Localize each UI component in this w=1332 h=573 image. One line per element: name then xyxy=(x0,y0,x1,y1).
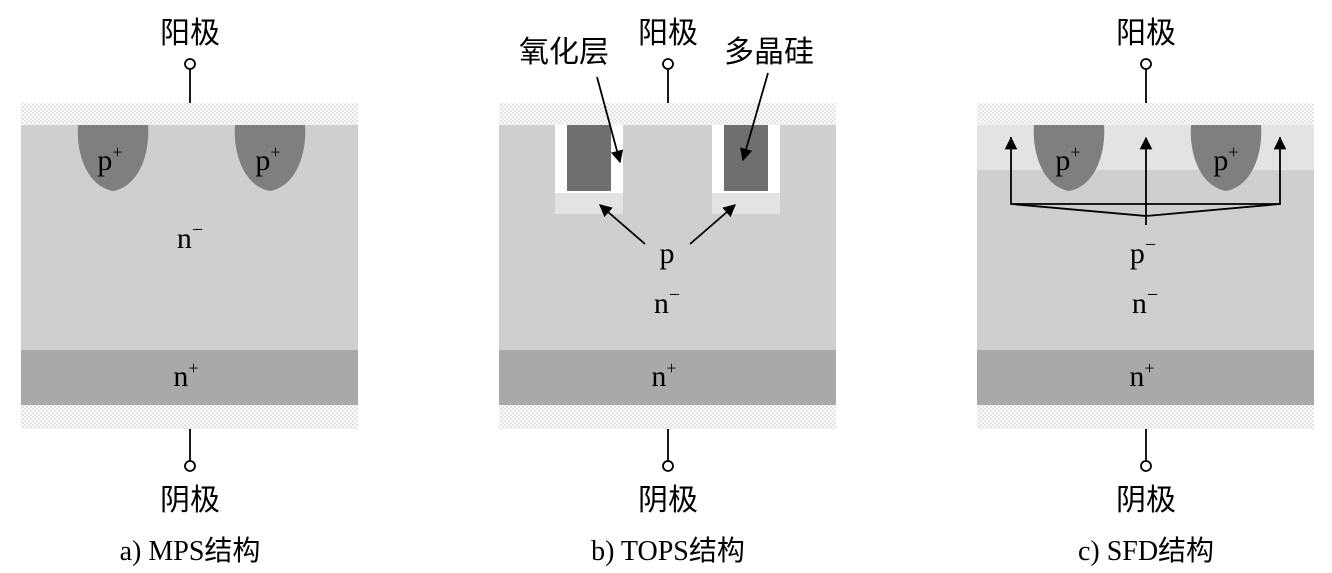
anode-label: 阳极 xyxy=(638,17,698,50)
p-minus-label: p− xyxy=(1130,234,1156,270)
anode-metal xyxy=(499,103,836,125)
oxide-label: 氧化层 xyxy=(519,36,609,69)
p-plus-label: p+ xyxy=(97,142,122,177)
panel-sfd: 阳极 p+ p+ p− n− n+ 阴极 c) SFD结构 xyxy=(977,17,1314,567)
caption-sfd: c) SFD结构 xyxy=(1078,535,1214,567)
anode-metal xyxy=(21,103,358,125)
cathode-metal xyxy=(21,405,358,429)
p-label: p xyxy=(660,237,675,270)
substrate-label: n+ xyxy=(173,358,198,393)
substrate-region xyxy=(21,350,358,405)
cathode-terminal-icon xyxy=(184,460,196,472)
cathode-metal xyxy=(499,405,836,429)
cathode-metal xyxy=(977,405,1314,429)
anode-terminal-icon xyxy=(184,58,196,70)
trench-polysilicon xyxy=(567,125,611,191)
substrate-region xyxy=(499,350,836,405)
p-minus-connector xyxy=(1010,203,1147,217)
oxide-pointer-arrow xyxy=(596,76,624,164)
cathode-label: 阴极 xyxy=(1116,484,1176,517)
cathode-label: 阴极 xyxy=(638,484,698,517)
substrate-region xyxy=(977,350,1314,405)
p-pointer-arrow xyxy=(689,204,736,245)
p-plus-label: p+ xyxy=(255,142,280,177)
anode-metal xyxy=(977,103,1314,125)
cathode-label: 阴极 xyxy=(160,484,220,517)
p-plus-region xyxy=(1033,125,1105,191)
anode-label: 阳极 xyxy=(1116,17,1176,50)
p-layer-region xyxy=(712,193,780,214)
caption-tops: b) TOPS结构 xyxy=(591,535,745,567)
panel-mps: 阳极 p+ p+ n− n+ 阴极 a) MPS结构 xyxy=(21,17,358,567)
substrate-label: n+ xyxy=(1129,358,1154,393)
trench-polysilicon xyxy=(724,125,768,191)
p-plus-region xyxy=(234,125,306,191)
drift-label: n− xyxy=(177,219,203,255)
drift-label: n− xyxy=(654,284,680,320)
p-layer-region xyxy=(555,193,623,214)
drift-label: n− xyxy=(1132,284,1158,320)
p-pointer-arrow xyxy=(599,204,646,245)
anode-terminal-icon xyxy=(662,58,674,70)
polysilicon-label: 多晶硅 xyxy=(724,36,814,69)
p-plus-region xyxy=(77,125,149,191)
cathode-terminal-icon xyxy=(1140,460,1152,472)
p-plus-label: p+ xyxy=(1055,142,1080,177)
cathode-terminal-icon xyxy=(662,460,674,472)
anode-terminal-icon xyxy=(1140,58,1152,70)
substrate-label: n+ xyxy=(651,358,676,393)
caption-mps: a) MPS结构 xyxy=(120,535,261,567)
anode-label: 阳极 xyxy=(160,17,220,50)
p-minus-connector xyxy=(1145,203,1281,217)
poly-pointer-arrow xyxy=(740,72,769,162)
p-plus-label: p+ xyxy=(1213,142,1238,177)
panel-tops: 阳极 氧化层 多晶硅 p n− n+ 阴极 b) TOPS结构 xyxy=(499,17,836,567)
drift-region xyxy=(21,125,358,350)
p-plus-region xyxy=(1190,125,1262,191)
